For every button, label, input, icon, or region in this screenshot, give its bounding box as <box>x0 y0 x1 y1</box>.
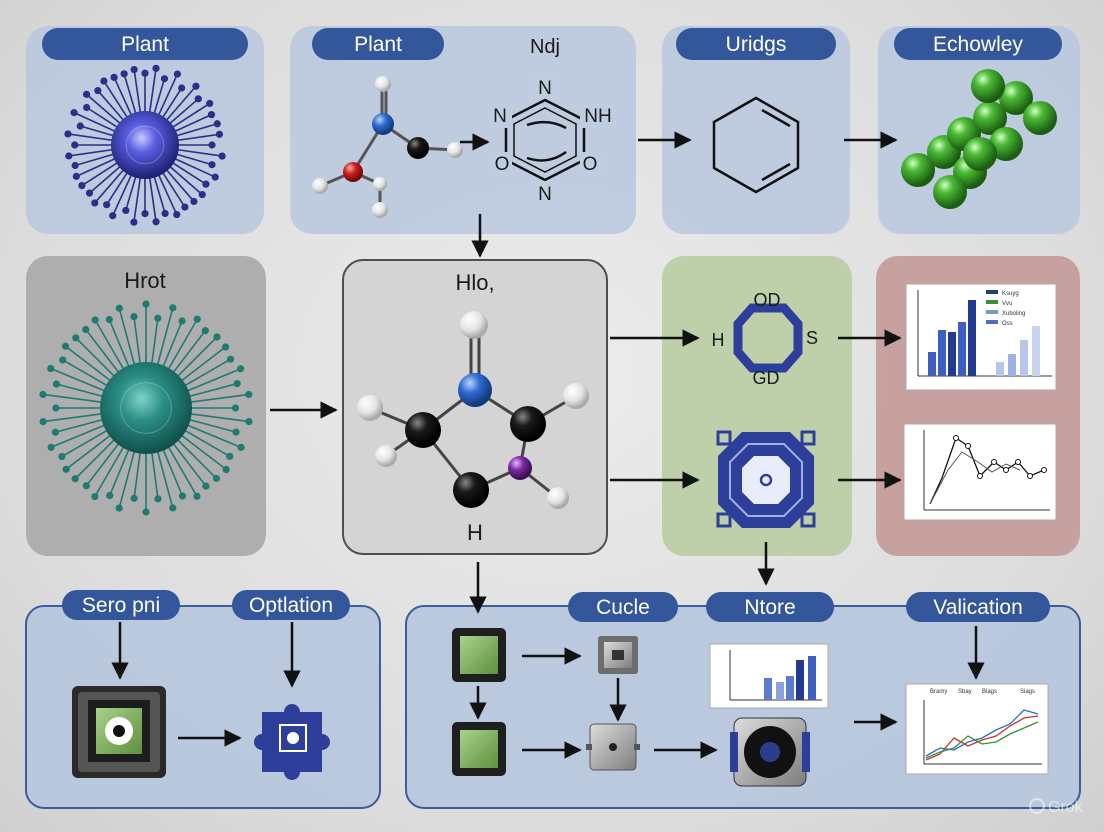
pill-echowley: Echowley <box>894 28 1062 60</box>
metal-module-icon-2 <box>586 723 640 771</box>
svg-text:Plant: Plant <box>121 33 169 56</box>
svg-text:O: O <box>583 154 598 175</box>
virus-blue-icon <box>64 64 226 226</box>
svg-text:GD: GD <box>753 368 780 388</box>
pill-plant-2: Plant <box>312 28 444 60</box>
processor-chip-icon <box>716 430 816 528</box>
validation-line-chart: Bramy Sbay Biags Siags <box>905 683 1049 775</box>
svg-text:Cucle: Cucle <box>596 596 650 619</box>
svg-text:Sbay: Sbay <box>958 689 972 695</box>
svg-text:Siags: Siags <box>1020 689 1035 695</box>
footer-h: H <box>467 520 483 545</box>
tag-sero-pni: Sero pni <box>62 590 180 620</box>
subtitle-ndj: Ndj <box>530 36 560 58</box>
virus-teal-icon <box>39 300 253 516</box>
bar-chart-thumbnail: Ksuyg Vvu Xuboling Oss <box>905 283 1057 391</box>
green-beads-icon <box>901 69 1057 209</box>
green-chip-icon-1 <box>452 628 506 682</box>
svg-text:NH: NH <box>584 106 611 127</box>
svg-text:Echowley: Echowley <box>933 33 1023 56</box>
svg-text:Plant: Plant <box>354 33 402 56</box>
svg-text:H: H <box>712 330 725 350</box>
svg-text:Optlation: Optlation <box>249 594 333 617</box>
svg-text:OD: OD <box>754 290 781 310</box>
hexagon-ring-icon <box>712 96 800 194</box>
svg-text:Valication: Valication <box>933 596 1023 619</box>
flow-arrows <box>111 131 985 759</box>
line-chart-thumbnail <box>903 423 1057 521</box>
mini-bar-chart <box>709 643 829 709</box>
svg-text:Xuboling: Xuboling <box>1002 311 1025 317</box>
svg-text:Biags: Biags <box>982 689 997 695</box>
pill-uridgs: Uridgs <box>676 28 836 60</box>
svg-text:Grok: Grok <box>1048 799 1084 816</box>
watermark: Grok <box>1029 798 1084 816</box>
metal-module-icon-1 <box>598 636 638 674</box>
svg-text:Ntore: Ntore <box>744 596 795 619</box>
green-chip-icon-2 <box>452 722 506 776</box>
tag-ntore: Ntore <box>706 592 834 622</box>
tag-valication: Valication <box>906 592 1050 622</box>
svg-text:N: N <box>493 106 507 127</box>
svg-text:S: S <box>806 328 818 348</box>
tag-cucle: Cucle <box>568 592 678 622</box>
tag-optlation: Optlation <box>232 590 350 620</box>
svg-text:O: O <box>495 154 510 175</box>
panel-uridgs <box>662 26 850 234</box>
pill-plant-1: Plant <box>42 28 248 60</box>
svg-text:Sero pni: Sero pni <box>82 594 160 617</box>
svg-text:N: N <box>538 184 552 205</box>
svg-text:Bramy: Bramy <box>930 689 947 695</box>
ring-structure: N NH N O O N <box>488 78 616 205</box>
cooling-unit-icon <box>730 717 810 787</box>
title-hrot: Hrot <box>124 268 166 293</box>
bar-chart-legend: Ksuyg Vvu Xuboling Oss <box>986 290 1025 327</box>
puzzle-board-icon <box>254 704 330 780</box>
camera-device-icon <box>72 686 166 778</box>
svg-text:Uridgs: Uridgs <box>726 33 787 56</box>
svg-text:N: N <box>538 78 552 99</box>
svg-text:Oss: Oss <box>1002 321 1013 327</box>
small-molecule-icon <box>312 76 463 218</box>
svg-text:Vvu: Vvu <box>1002 301 1012 307</box>
ring-molecule-icon <box>357 311 589 509</box>
octagon-ring-icon: OD H S GD <box>712 290 819 388</box>
svg-text:Ksuyg: Ksuyg <box>1002 291 1019 297</box>
title-hlo: Hlo, <box>455 270 494 295</box>
